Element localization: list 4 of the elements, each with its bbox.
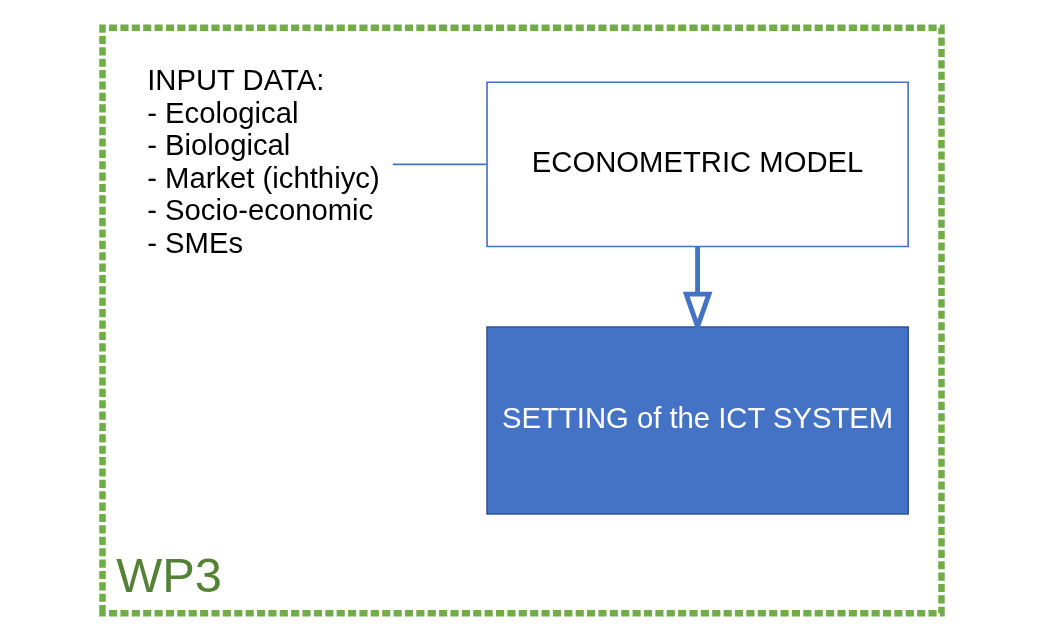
- connector: [391, 163, 488, 166]
- node-box: SETTING of the ICT SYSTEM: [485, 326, 909, 515]
- node-box: ECONOMETRIC MODEL: [485, 81, 909, 248]
- node-text: INPUT DATA: - Ecological - Biological - Market (ichthiyc) - Socio-economic - SMEs: [146, 64, 380, 259]
